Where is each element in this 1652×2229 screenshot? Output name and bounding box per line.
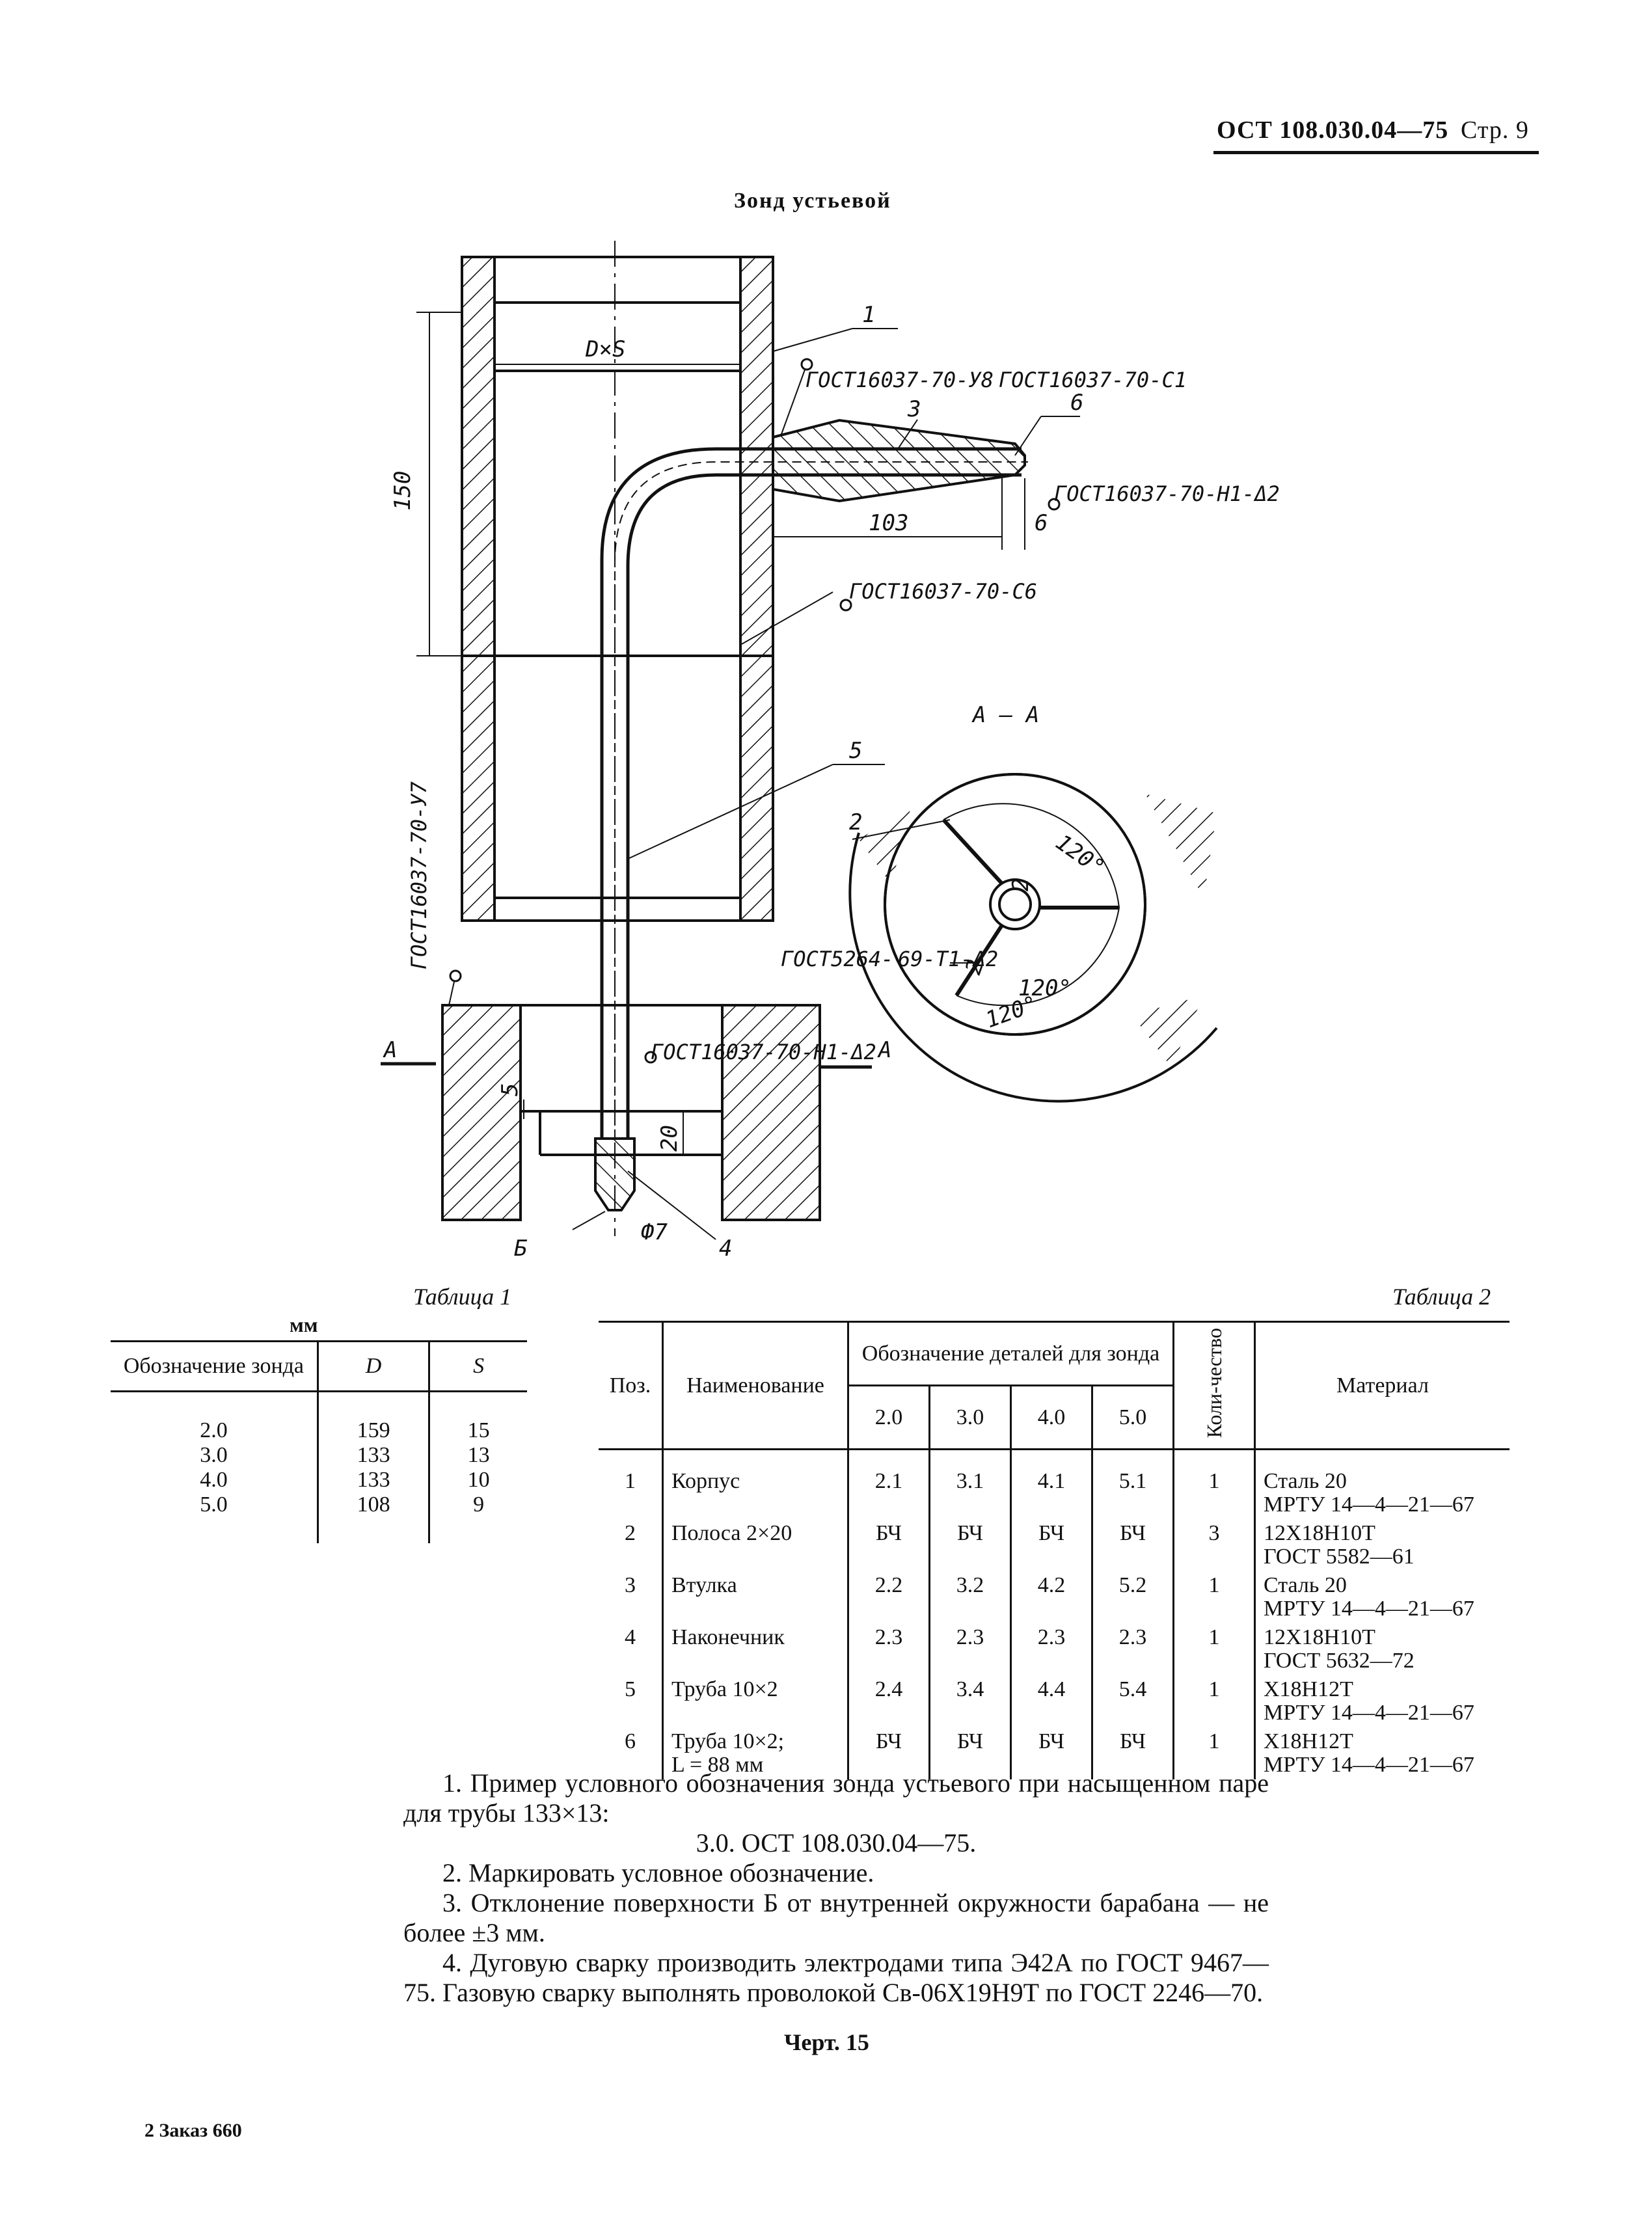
table1-unit: мм xyxy=(290,1313,318,1336)
weld-label-c6: ГОСТ16037-70-С6 xyxy=(849,579,1037,604)
position-5: 5 xyxy=(849,738,862,764)
sleeve-boss xyxy=(772,418,1026,503)
probe-tube-center xyxy=(614,461,1028,1139)
weld-label-c1: ГОСТ16037-70-С1 xyxy=(999,368,1187,392)
header-rule xyxy=(1213,151,1539,154)
table2-header-pos: Поз. xyxy=(599,1320,663,1451)
page-number: Стр. 9 xyxy=(1461,116,1529,144)
weld-label-t1: 69-Т1-Δ2 xyxy=(898,947,998,971)
note-3: 3. Отклонение поверхности Б от внутренне… xyxy=(403,1888,1269,1947)
angle-120-bottom: 120° xyxy=(1018,975,1072,1001)
section-title: А — А xyxy=(971,702,1039,728)
table2-header-name: Наименование xyxy=(662,1320,848,1451)
probe-tube-outer xyxy=(600,447,1022,1139)
pipe-wall-left xyxy=(461,256,496,922)
position-4: 4 xyxy=(719,1236,732,1262)
technical-drawing: D×S 150 103 6 5 20 Ф7 1 2 3 4 5 6 2 2 Б … xyxy=(381,241,1280,1262)
position-1: 1 xyxy=(862,302,875,328)
figure-caption: Черт. 15 xyxy=(784,2029,869,2055)
weld-label-gost5264: ГОСТ5264- xyxy=(781,947,893,971)
weld-label-h1-top: ГОСТ16037-70-Н1-Δ2 xyxy=(1054,481,1280,506)
note-2: 2. Маркировать условное обозначение. xyxy=(442,1858,874,1887)
section-mark-right: А xyxy=(877,1037,891,1063)
table1-caption: Таблица 1 xyxy=(413,1284,512,1310)
section-mark-left: А xyxy=(383,1037,397,1063)
table1: Обозначение зонда D S 2.0 159 15 3.0 133… xyxy=(111,1340,527,1543)
table1-header-d: D xyxy=(316,1340,429,1392)
surface-b-label: Б xyxy=(514,1236,528,1262)
dim-phi7: Ф7 xyxy=(641,1219,668,1245)
drawing-title: Зонд устьевой xyxy=(734,189,891,213)
dim-5: 5 xyxy=(497,1083,523,1096)
table1-header-designation: Обозначение зонда xyxy=(111,1340,318,1392)
position-3: 3 xyxy=(907,396,921,422)
pipe-wall-right xyxy=(739,256,774,922)
table1-header-s: S xyxy=(428,1340,527,1392)
table-row: 5.0 108 9 xyxy=(111,1493,527,1543)
dim-20: 20 xyxy=(657,1125,683,1152)
probe-tube-inner xyxy=(626,473,1022,1139)
footer-order: 2 Заказ 660 xyxy=(144,2120,242,2141)
dim-103: 103 xyxy=(869,510,908,536)
probe-tip xyxy=(594,1137,636,1211)
weld-label-u8: ГОСТ16037-70-У8 xyxy=(806,368,994,392)
dim-dxs: D×S xyxy=(585,336,625,362)
drum-right xyxy=(721,1004,821,1221)
drum-left xyxy=(441,1004,522,1221)
note-1-example: 3.0. ОСТ 108.030.04—75. xyxy=(696,1828,977,1858)
position-2: 2 xyxy=(849,809,862,835)
table2-caption: Таблица 2 xyxy=(1392,1284,1491,1310)
section-position-2: 2 xyxy=(1008,878,1034,891)
table2-header-group: Обозначение деталей для зонда xyxy=(847,1320,1174,1387)
table-row: 6 Труба 10×2;L = 88 мм БЧ БЧ БЧ БЧ 1 Х18… xyxy=(599,1727,1510,1780)
position-6: 6 xyxy=(1070,390,1083,416)
weld-label-u7: ГОСТ16037-70-У7 xyxy=(407,781,431,969)
table2: Поз. Наименование Обозначение деталей дл… xyxy=(599,1320,1510,1780)
table-row: 4 Наконечник 2.3 2.3 2.3 2.3 1 12Х18Н10Т… xyxy=(599,1623,1510,1676)
table2-header-qty: Коли-чество xyxy=(1172,1320,1255,1451)
note-4: 4. Дуговую сварку производить электродам… xyxy=(403,1948,1269,2007)
table-row: 4.0 133 10 xyxy=(111,1468,527,1493)
note-1: 1. Пример условного обозначения зонда ус… xyxy=(403,1768,1269,1828)
notes: 1. Пример условного обозначения зонда ус… xyxy=(403,1768,1269,2008)
dim-6: 6 xyxy=(1035,510,1048,536)
table-row: 3.0 133 13 xyxy=(111,1443,527,1468)
dim-150: 150 xyxy=(390,471,416,511)
table2-header-material: Материал xyxy=(1254,1320,1510,1451)
weld-label-h1-bottom: ГОСТ16037-70-Н1-Δ2 xyxy=(651,1040,876,1064)
standard-number: ОСТ 108.030.04—75 xyxy=(1217,116,1449,144)
table-row: 2.0 159 15 xyxy=(111,1391,527,1443)
